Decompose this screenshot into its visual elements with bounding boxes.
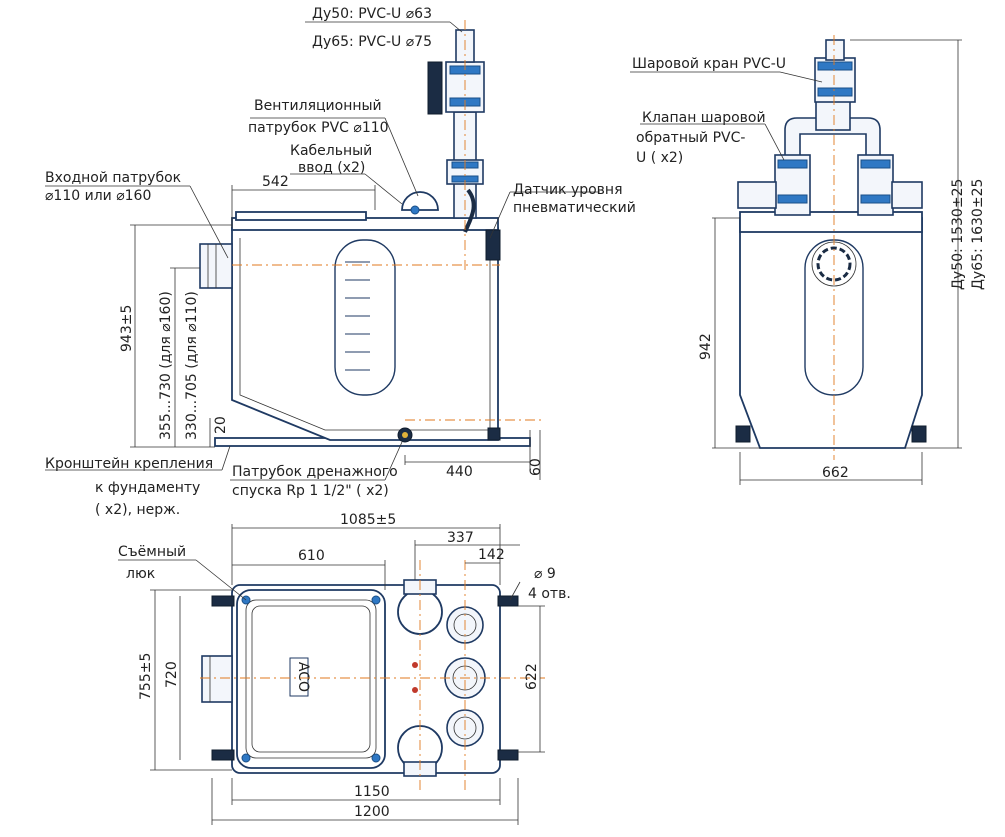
label-vent-1: Вентиляционный (254, 98, 382, 114)
top-hatch-outer (236, 589, 386, 769)
dim-662: 662 (822, 465, 849, 481)
side-view (199, 20, 545, 447)
top-inlet-pipe (201, 655, 233, 703)
label-holes-2: 4 отв. (528, 586, 571, 602)
leader-lines (45, 21, 823, 601)
label-dn65-pipe: Ду65: PVC-U ⌀75 (312, 34, 432, 50)
label-sensor-2: пневматический (513, 200, 636, 216)
label-drain-1: Патрубок дренажного (232, 464, 398, 480)
dim-337: 337 (447, 530, 474, 546)
label-cable-2: ввод (x2) (298, 160, 365, 176)
top-view: ACO (200, 560, 545, 790)
label-sensor-1: Датчик уровня (513, 182, 623, 198)
dim-330-705: 330...705 (для ⌀110) (184, 291, 200, 440)
dim-622: 622 (524, 663, 540, 690)
level-scale (345, 261, 370, 371)
label-bracket-3: ( x2), нерж. (95, 502, 180, 518)
dim-355-730: 355...730 (для ⌀160) (158, 291, 174, 440)
front-view (735, 35, 927, 460)
label-vent-2: патрубок PVC ⌀110 (248, 120, 389, 136)
label-inlet-1: Входной патрубок (45, 170, 181, 186)
dim-542: 542 (262, 174, 289, 190)
dimension-labels: 542 943±5 355...730 (для ⌀160) 330...705… (119, 174, 849, 820)
front-lid (739, 211, 923, 233)
front-view-dimensions (712, 39, 962, 485)
label-bracket-1: Кронштейн крепления (45, 456, 213, 472)
label-height-dn50: Ду50: 1530±25 (950, 179, 966, 290)
dim-1085: 1085±5 (340, 512, 396, 528)
aco-logo: ACO (295, 662, 311, 692)
side-tank-inner (239, 238, 491, 431)
label-dn50-pipe: Ду50: PVC-U ⌀63 (312, 6, 432, 22)
side-level-window (334, 239, 396, 396)
side-bracket-fitting (487, 427, 501, 441)
label-bracket-2: к фундаменту (95, 480, 200, 496)
dim-142: 142 (478, 547, 505, 563)
label-drain-2: спуска Rp 1 1/2" ( x2) (232, 483, 389, 499)
dim-1150: 1150 (354, 784, 390, 800)
callout-labels: Ду50: PVC-U ⌀63 Ду65: PVC-U ⌀75 Вентиляц… (45, 6, 986, 602)
dim-943: 943±5 (119, 305, 135, 352)
side-sensor-hose (463, 188, 476, 233)
dim-60: 60 (528, 458, 544, 476)
label-height-dn65: Ду65: 1630±25 (970, 179, 986, 290)
dim-1200: 1200 (354, 804, 390, 820)
label-check-2: обратный PVC- (636, 130, 745, 146)
label-inlet-2: ⌀110 или ⌀160 (45, 188, 151, 204)
label-cable-1: Кабельный (290, 143, 372, 159)
dim-20: 20 (213, 416, 229, 434)
label-check-3: U ( x2) (636, 150, 683, 166)
dim-720: 720 (164, 661, 180, 688)
side-lid-hatch (235, 211, 367, 221)
label-holes-1: ⌀ 9 (534, 566, 556, 582)
label-hatch-1: Съёмный (118, 544, 186, 560)
top-hatch-inner (245, 599, 377, 759)
side-vent-pipe (401, 191, 439, 211)
dim-440: 440 (446, 464, 473, 480)
top-view-dimensions (150, 524, 545, 825)
side-sensor (485, 229, 501, 261)
label-hatch-2: люк (126, 566, 155, 582)
side-view-dimensions (130, 185, 541, 480)
label-check-1: Клапан шаровой (642, 110, 766, 126)
dim-942: 942 (698, 333, 714, 360)
dim-755: 755±5 (138, 653, 154, 700)
label-ball-valve: Шаровой кран PVC-U (632, 56, 786, 72)
side-valve-handle (427, 61, 443, 115)
dim-610: 610 (298, 548, 325, 564)
